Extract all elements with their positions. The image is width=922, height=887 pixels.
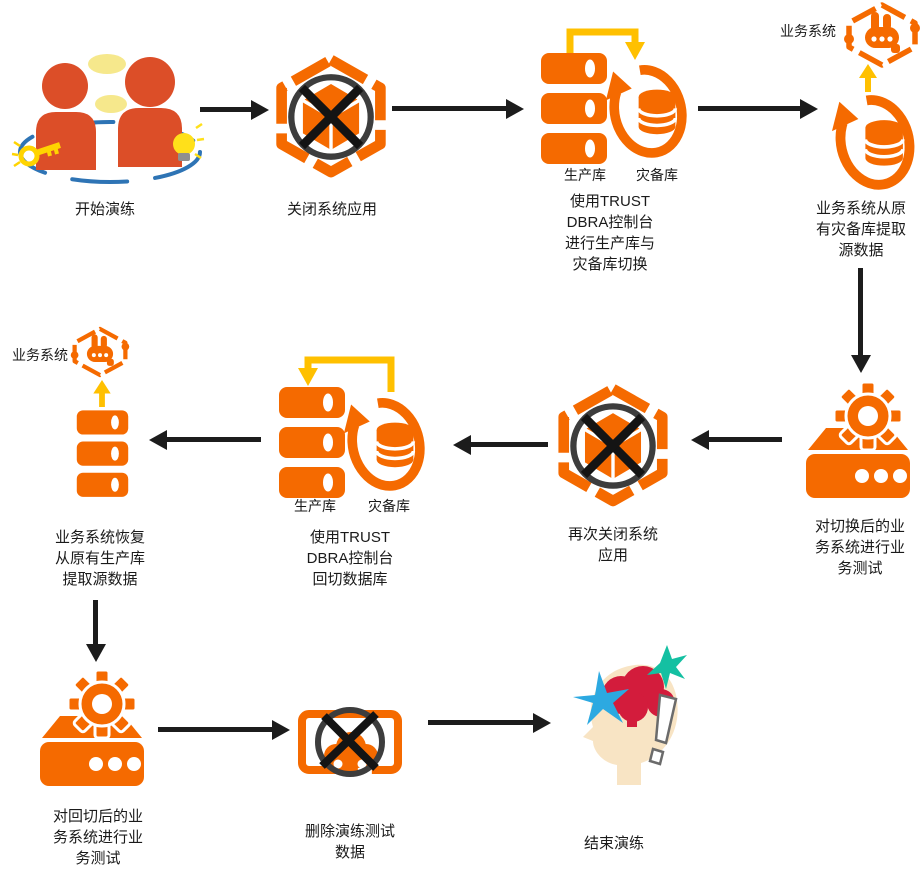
app-hexagon-icon	[844, 2, 920, 68]
data-box-crossed-icon	[298, 707, 402, 777]
flow-arrow-close-again-to-switchback	[470, 442, 548, 447]
production-db-label: 生产库	[294, 498, 336, 514]
gear-server-icon	[40, 668, 144, 786]
teal-burst-icon	[647, 645, 687, 689]
server-stack-icon	[279, 387, 345, 498]
flow-arrow-switch-to-extract	[698, 106, 801, 111]
light-bulb-icon	[173, 122, 205, 161]
flow-arrow-restore-to-test	[93, 600, 98, 645]
database-sync-icon	[831, 95, 915, 190]
flow-arrow-start-to-close	[200, 107, 252, 112]
delete-test-data-caption: 删除演练测试 数据	[304, 823, 395, 861]
test-after-switchback-caption: 对回切后的业 务系统进行业 务测试	[52, 808, 143, 867]
switch-db-caption: 使用TRUST DBRA控制台 进行生产库与 灾备库切换	[564, 193, 655, 273]
flow-arrow-delete-to-end	[428, 720, 534, 725]
server-stack-icon	[541, 53, 607, 164]
business-system-label: 业务系统	[780, 23, 836, 39]
end-caption: 结束演练	[583, 835, 644, 852]
flow-arrow-test-to-close-again	[708, 437, 782, 442]
database-sync-icon	[343, 398, 425, 491]
head-idea-burst-icon	[573, 645, 687, 785]
database-sync-icon	[605, 65, 687, 158]
key-icon	[11, 140, 61, 168]
dr-db-label: 灾备库	[636, 167, 678, 183]
test-after-switch-caption: 对切换后的业 务系统进行业 务测试	[814, 518, 905, 577]
blue-burst-icon	[573, 671, 629, 725]
exclamation-icon	[648, 693, 678, 766]
switch-back-caption: 使用TRUST DBRA控制台 回切数据库	[306, 529, 394, 588]
extract-from-dr-caption: 业务系统从原 有灾备库提取 源数据	[815, 200, 906, 259]
business-system-label: 业务系统	[12, 347, 68, 363]
flow-arrow-test-to-delete	[158, 727, 273, 732]
close-app-caption: 关闭系统应用	[286, 201, 377, 218]
production-db-label: 生产库	[564, 167, 606, 183]
dr-db-label: 灾备库	[368, 498, 410, 514]
server-stack-icon	[76, 410, 129, 497]
gold-elbow-arrow-icon	[298, 356, 395, 392]
flow-arrow-close-to-switch	[392, 106, 507, 111]
app-hexagon-icon	[70, 326, 130, 378]
gold-up-arrow-icon	[859, 64, 877, 92]
close-app-again-caption: 再次关闭系统 应用	[567, 526, 658, 564]
start-caption: 开始演练	[74, 201, 135, 218]
gold-up-arrow-icon	[93, 380, 111, 407]
hexagon-cube-crossed-icon	[558, 383, 668, 507]
flow-arrow-extract-to-test	[858, 268, 863, 356]
restore-from-prod-caption: 业务系统恢复 从原有生产库 提取源数据	[54, 529, 145, 588]
gold-elbow-arrow-icon	[566, 28, 645, 64]
gear-server-icon	[806, 380, 910, 498]
two-people-discussion-icon	[11, 54, 205, 184]
hexagon-cube-crossed-icon	[276, 54, 386, 178]
flow-arrow-switchback-to-restore	[166, 437, 261, 442]
